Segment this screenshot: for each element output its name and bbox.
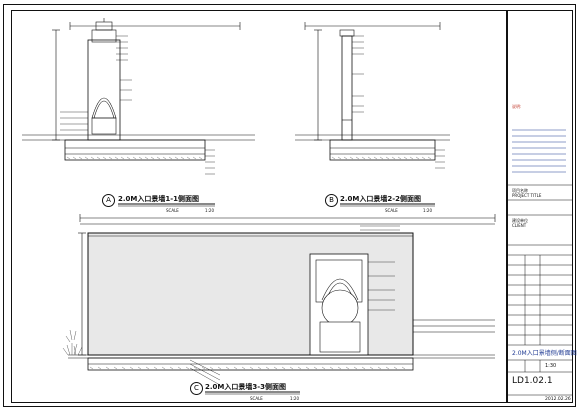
drawing-scale: 1:30: [545, 363, 557, 369]
sheet-number: LD1.02.1: [512, 376, 553, 386]
project-label: 项目名称: [512, 188, 528, 193]
drawing-title: 2.0M入口景墙侧/断面图: [512, 350, 577, 357]
section-a-marker: A: [102, 194, 115, 207]
sheet-border: [3, 4, 576, 407]
section-a-scale-label: SCALE: [166, 208, 179, 213]
section-c-scale-label: SCALE: [250, 396, 263, 401]
client-label-en: CLIENT: [512, 223, 527, 228]
client-label: 建设单位: [512, 218, 528, 223]
project-label-en: PROJECT TITLE: [512, 193, 542, 198]
drawing-date: 2012.02.26: [545, 397, 571, 402]
section-c-scale-value: 1:20: [290, 396, 299, 401]
section-c-title: 2.0M入口景墙3-3侧面图: [205, 383, 287, 391]
section-b-scale-label: SCALE: [385, 208, 398, 213]
section-b-scale-value: 1:20: [423, 208, 432, 213]
section-b-title: 2.0M入口景墙2-2侧面图: [340, 195, 422, 203]
section-a-scale-value: 1:20: [205, 208, 214, 213]
section-b-marker: B: [325, 194, 338, 207]
section-a-title: 2.0M入口景墙1-1侧面图: [118, 195, 200, 203]
notes-label: 说明:: [512, 104, 522, 109]
drawing-area-border: [11, 10, 507, 403]
title-block: [507, 10, 573, 403]
section-c-marker: C: [190, 382, 203, 395]
